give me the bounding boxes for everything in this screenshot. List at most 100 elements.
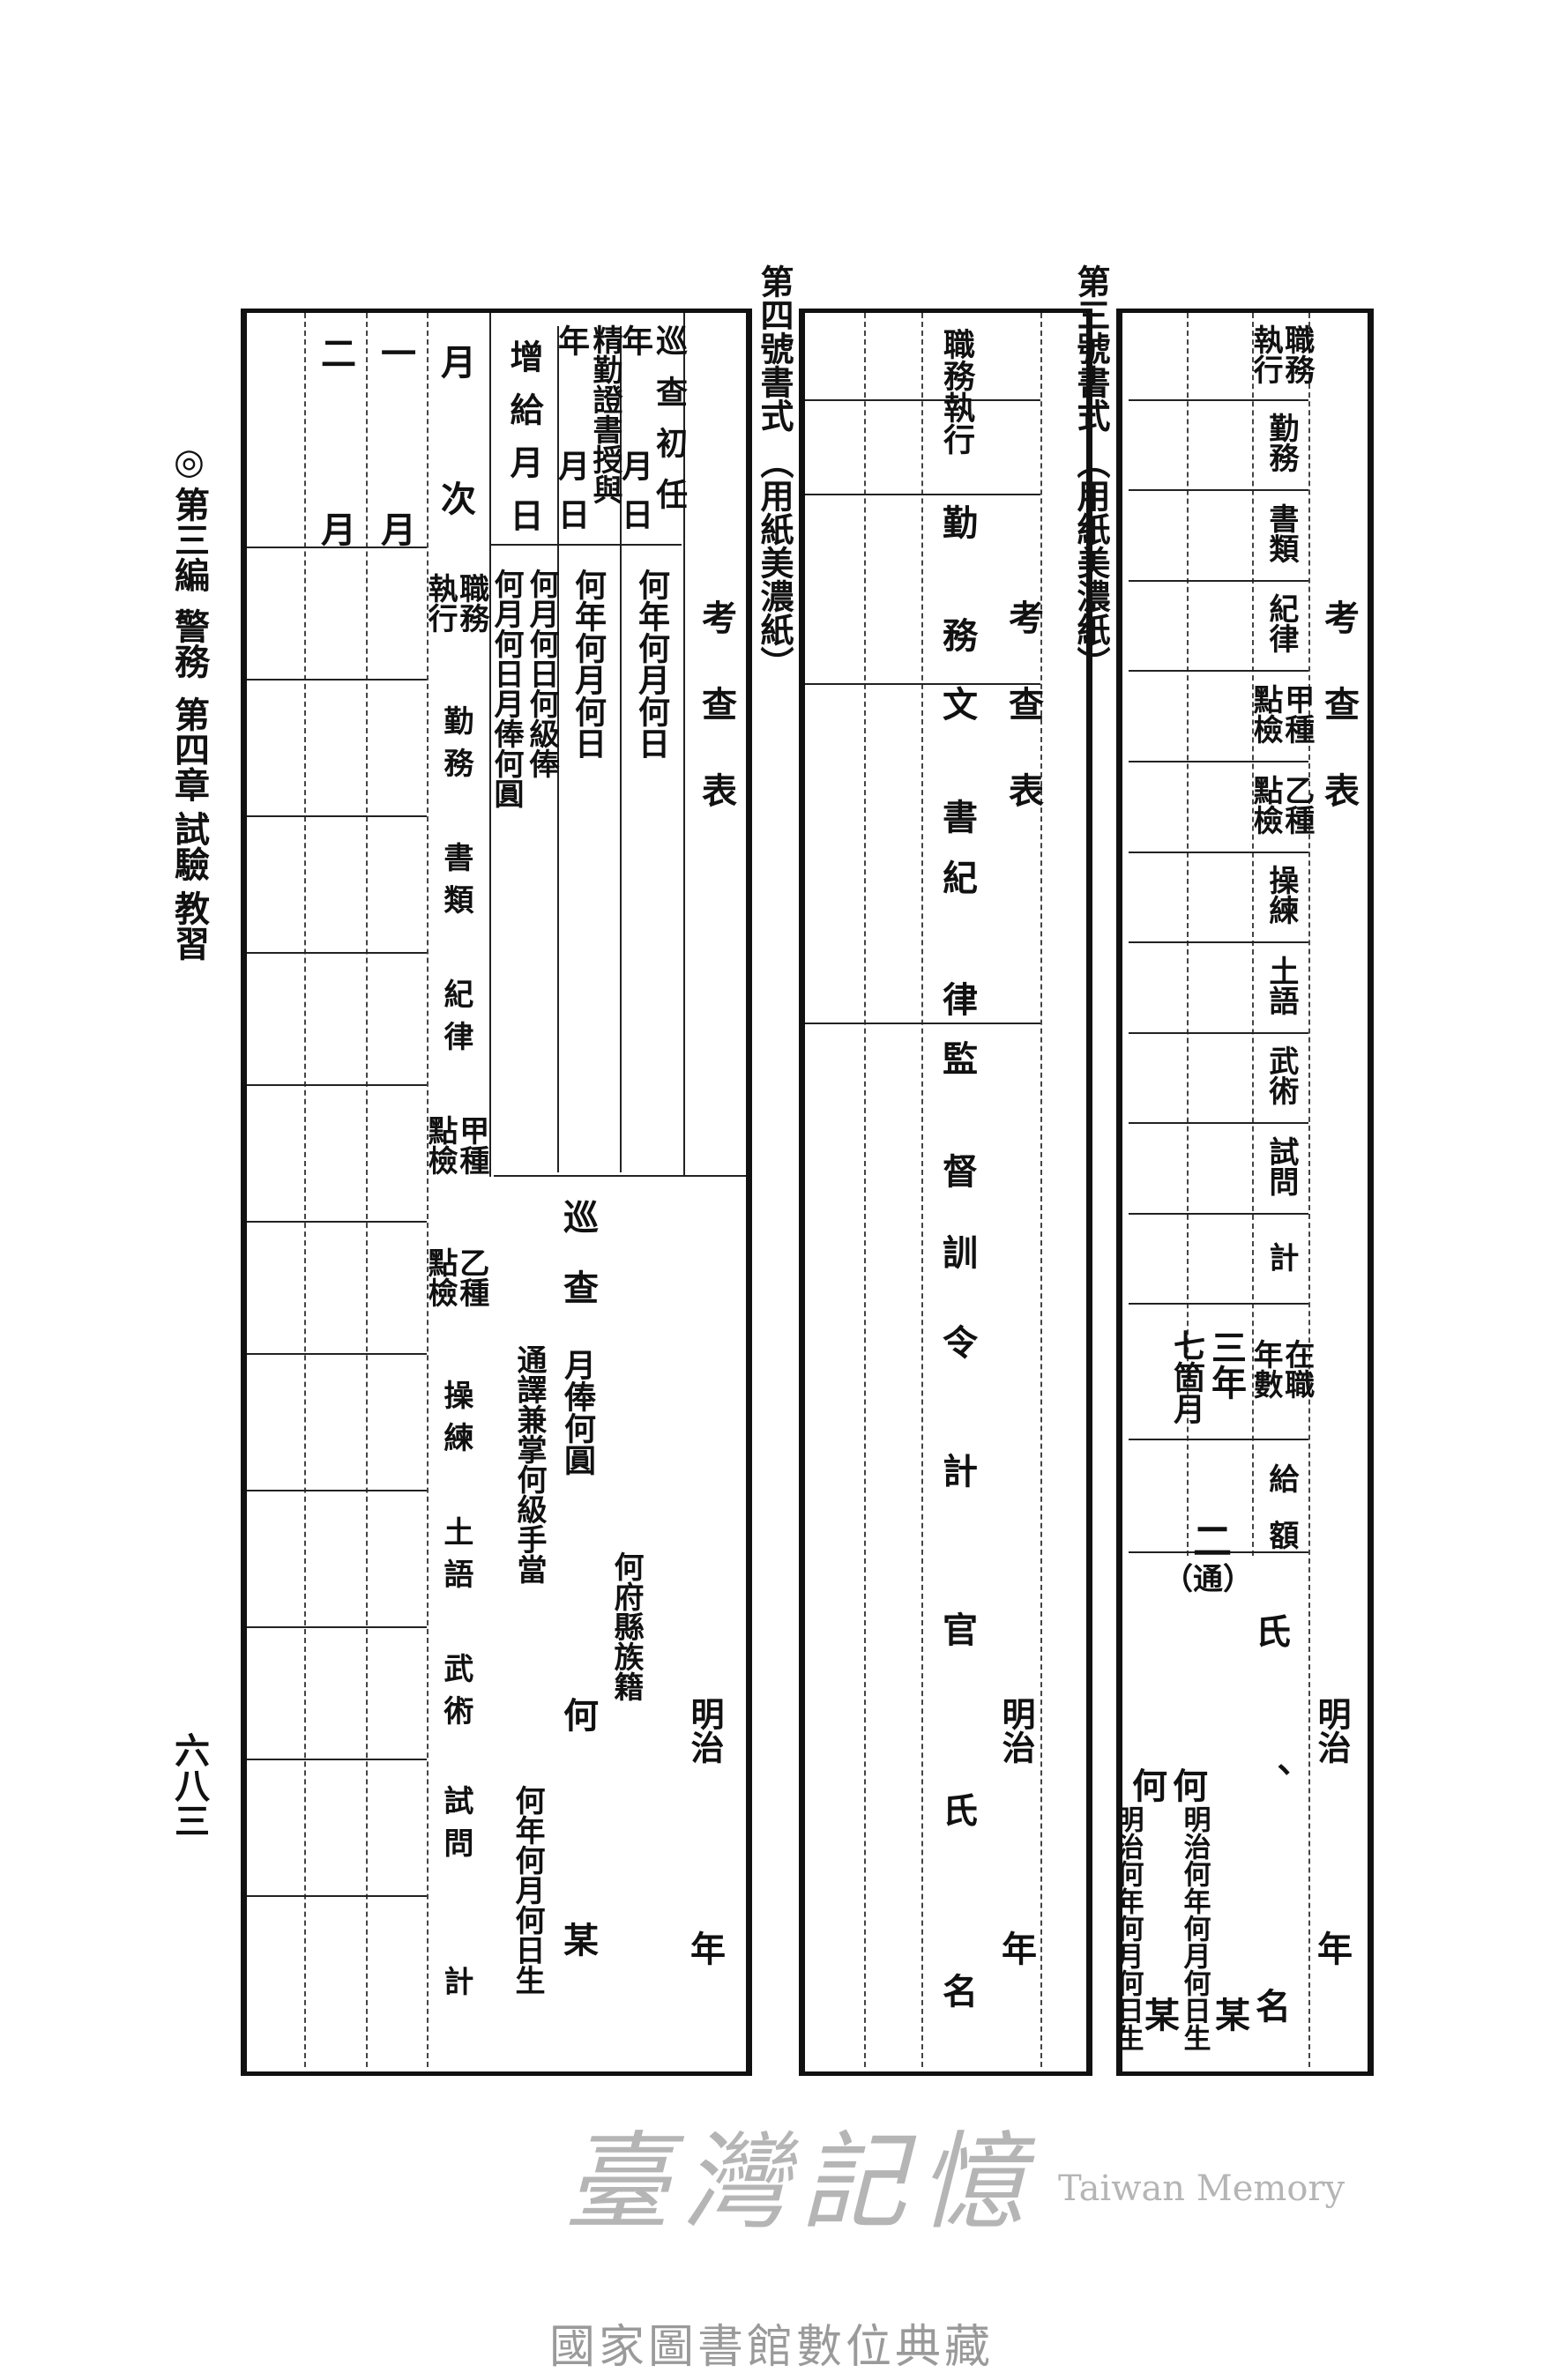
footer-collection-credit: 國家圖書館數位典藏 (548, 2321, 994, 2374)
form4-row-header: 紀律 (437, 978, 473, 1063)
form4-row-header: 乙種點檢 (422, 1247, 489, 1307)
form4-row-header: 甲種點檢 (422, 1115, 489, 1175)
form4-raise-value: 何月何日何級俸 (524, 569, 559, 778)
form3-variant-header: 職務執行 (938, 328, 975, 455)
person-surname: 何 (1126, 1767, 1167, 1803)
form3-header-cell: 紀律 (1263, 593, 1299, 653)
person-birth: 明治何年何月何日生 (1178, 1805, 1211, 2051)
form3-rule (1129, 1122, 1308, 1124)
form3-variant-header: 訓令 (936, 1234, 978, 1414)
form3-rule (1129, 941, 1308, 943)
running-head-part: 第三編 (168, 487, 210, 592)
form4-row-header: 職務執行 (422, 573, 489, 633)
form4-rule (247, 1084, 427, 1086)
form3-variant-rule (805, 683, 1040, 685)
form4-diligence-cert-m: 月 (553, 450, 590, 481)
form4-first-appointment-label: 巡查初任 (651, 324, 688, 529)
form4-domicile: 何府縣族籍 (608, 1551, 644, 1701)
form4-raise-value: 何月何日月俸何圓 (488, 569, 524, 808)
form4-row-header: 操練 (437, 1380, 473, 1464)
form3-variant-rule (805, 1023, 1040, 1024)
form3-header-cell: 武術 (1263, 1045, 1299, 1105)
watermark-latin: Taiwan Memory (1058, 2168, 1345, 2209)
form4-month-col-header: 次 (435, 480, 476, 516)
form3-header-cell: 勤務 (1263, 413, 1299, 472)
form3-rule (1129, 1303, 1308, 1305)
form3-variant-header: 勤務 (936, 504, 978, 730)
form3-service-years: 三年 (1205, 1329, 1247, 1400)
form3-header-cell: 土語 (1263, 955, 1299, 1015)
form3-title: 考查表 (1318, 599, 1360, 859)
running-head-part: 警務 (168, 608, 210, 679)
form3-rule (1252, 313, 1254, 1556)
form3-variant-rule (805, 494, 1040, 495)
form4-rule (247, 1490, 427, 1491)
form4-first-appointment-m: 月 (616, 450, 653, 481)
form3-rule (1129, 1551, 1308, 1553)
form4-row-header: 試問 (437, 1785, 473, 1870)
form3-rule (1308, 313, 1310, 2067)
form4-rule (427, 313, 429, 2067)
person-surname: 何 (1167, 1767, 1208, 1803)
form4-given-name: 某 (557, 1922, 599, 1957)
form3-rule (1129, 489, 1308, 491)
form4-rank: 巡查 (557, 1199, 599, 1340)
form4-salary: 月俸何圓 (559, 1349, 596, 1476)
form3-header-cell: 甲種點檢 (1248, 683, 1315, 744)
form4-rule (247, 1759, 427, 1760)
form4-table-frame (241, 309, 752, 2076)
form3-variant-rule (805, 399, 1040, 401)
form3-rule (1129, 761, 1308, 762)
running-head-mark: ◎ (168, 441, 210, 482)
form4-diligence-cert-d: 日 (553, 498, 590, 530)
form3-rule (1129, 1439, 1308, 1440)
watermark-text: 臺灣記憶 (564, 2122, 1037, 2244)
form3-rule (1129, 399, 1308, 401)
running-head-part: 第四章 (168, 696, 210, 802)
form4-row-header: 計 (437, 1966, 473, 2008)
form3-header-cell: 操練 (1263, 865, 1299, 925)
form4-paper-note: （用紙美濃紙） (755, 445, 794, 680)
form3-header-cell: 給額 (1263, 1463, 1299, 1576)
running-head-part: 試驗 (168, 811, 210, 881)
form3-variant-header: 文書 (936, 686, 978, 911)
form4-rule (247, 815, 427, 817)
form3-era: 明治 (1312, 1697, 1352, 1764)
form3-allowance: 二 (1186, 1521, 1231, 1559)
form3-variant-table-frame (799, 309, 1092, 2076)
form4-row-header: 土語 (437, 1516, 473, 1601)
form4-rule (247, 1221, 427, 1223)
form4-rule (489, 544, 682, 546)
form3-table-frame (1116, 309, 1374, 2076)
form3-header-cell: 乙種點檢 (1248, 774, 1315, 835)
form4-era: 明治 (685, 1697, 725, 1764)
form3-variant-title: 考查表 (1003, 599, 1044, 859)
form3-variant-rule (921, 313, 923, 2067)
person-given: 某 (1209, 1997, 1250, 2032)
form4-rule (247, 547, 427, 548)
form4-month-second: 二月 (315, 335, 356, 688)
person-given: 某 (1138, 1997, 1180, 2032)
form3-name-label: 氏 (1249, 1613, 1291, 1648)
form3-rule (1129, 1213, 1308, 1215)
form3-name-label: 名 (1249, 1988, 1291, 2023)
form3-allowance-note: （通） (1163, 1562, 1253, 1597)
form4-birth: 何年何月何日生 (510, 1785, 545, 1995)
form4-rule (247, 1353, 427, 1355)
form3-header-cell: 在職年數 (1248, 1339, 1315, 1399)
form4-first-appointment-d: 日 (616, 498, 653, 530)
form4-title: 考查表 (696, 599, 737, 859)
form4-rule (247, 952, 427, 954)
form4-rule (247, 679, 427, 681)
form3-header-cell: 計 (1263, 1242, 1299, 1272)
form3-rule (1129, 852, 1308, 853)
form4-first-appointment-value: 何年何月何日 (633, 569, 670, 759)
form3-year: 年 (1311, 1930, 1353, 1966)
form4-first-appointment-y: 年 (616, 324, 653, 356)
form3-variant-header: 紀律 (936, 859, 978, 1103)
form4-row-header: 書類 (437, 842, 473, 926)
form4-rule (683, 313, 685, 1177)
running-head-part: 教習 (168, 890, 210, 961)
form3-rule (1129, 580, 1308, 582)
form3-variant-header: 官氏名 (936, 1611, 978, 2153)
